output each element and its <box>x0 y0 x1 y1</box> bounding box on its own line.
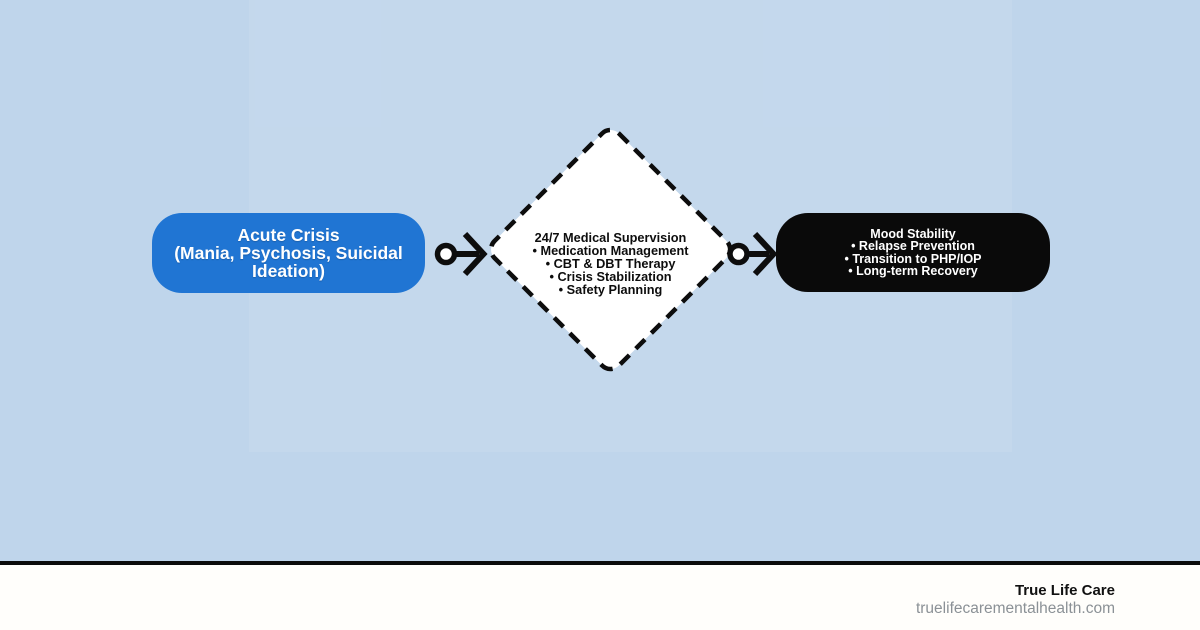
connector-origin-dot <box>727 242 750 266</box>
stage-recovery-label: Mood Stability • Relapse Prevention • Tr… <box>844 226 982 278</box>
connector-origin-dot <box>434 242 458 266</box>
footer-bar: True Life Care truelifecarementalhealth.… <box>0 561 1200 630</box>
arrowhead-icon <box>752 231 778 277</box>
arrowhead-icon <box>462 231 488 277</box>
process-diamond-shape <box>488 127 733 372</box>
stage-recovery-node: Mood Stability • Relapse Prevention • Tr… <box>776 213 1050 292</box>
website-url: truelifecarementalhealth.com <box>915 600 1115 617</box>
stage-acute-crisis-node: Acute Crisis (Mania, Psychosis, Suicidal… <box>152 213 425 293</box>
brand-name: True Life Care <box>1014 582 1115 599</box>
connector-start-to-process <box>434 231 488 277</box>
stage-treatment-label: 24/7 Medical Supervision • Medication Ma… <box>532 230 689 298</box>
stage-acute-crisis-label: Acute Crisis (Mania, Psychosis, Suicidal… <box>174 225 403 281</box>
footer-branding: True Life Care truelifecarementalhealth.… <box>916 581 1115 618</box>
connector-process-to-end <box>727 231 778 277</box>
